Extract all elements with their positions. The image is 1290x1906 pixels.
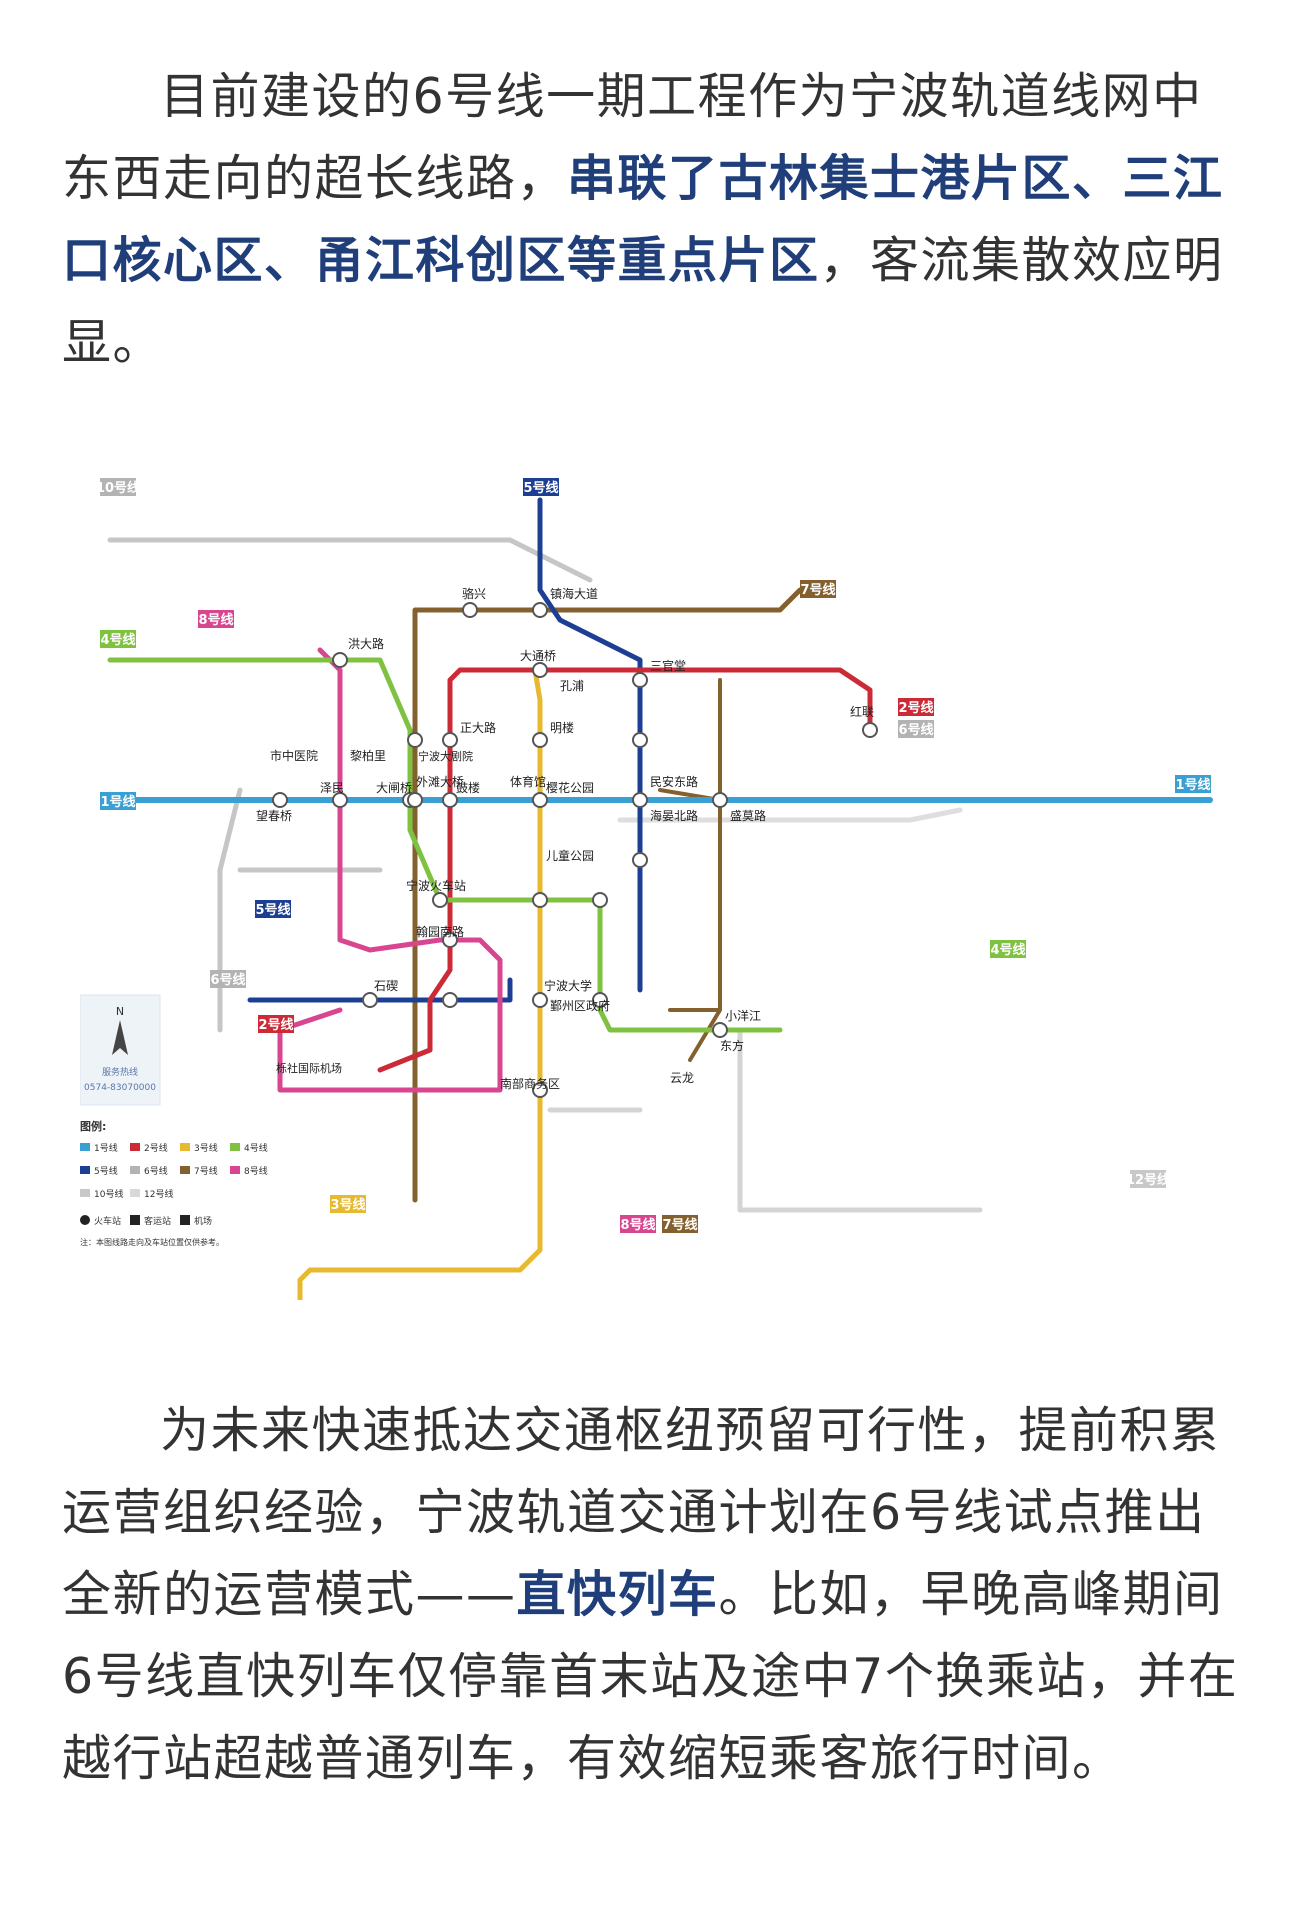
- station-label: 体育馆: [510, 774, 546, 789]
- badge-line-10: 10号线: [96, 480, 140, 496]
- legend-item: 2号线: [144, 1142, 168, 1154]
- badge-line-5: 5号线: [523, 480, 558, 496]
- badge-line-8-south: 8号线: [620, 1217, 655, 1233]
- badge-line-2-south: 2号线: [258, 1017, 293, 1033]
- station-label: 鄞州区政府: [550, 998, 610, 1013]
- compass-panel: N 服务热线 0574-83070000: [80, 994, 161, 1106]
- station-label: 明楼: [550, 720, 574, 735]
- metro-map: 10号线 5号线 7号线 8号线 4号线 2号线 6号线 1号线 1号线 5号线…: [80, 470, 1220, 1300]
- legend-item: 1号线: [94, 1142, 118, 1154]
- station-label: 大闸桥: [376, 781, 412, 795]
- station-label: 三官堂: [650, 658, 686, 673]
- badge-line-4-east: 4号线: [990, 942, 1025, 958]
- legend-item: 5号线: [94, 1165, 118, 1177]
- badge-line-2: 2号线: [898, 700, 933, 716]
- station-label: 石碶: [374, 979, 398, 993]
- legend-item: 3号线: [194, 1142, 218, 1154]
- map-legend: 图例: 1号线 2号线 3号线 4号线 5号线 6号线 7号线 8号线 10号线…: [80, 1119, 268, 1247]
- station-label: 樱花公园: [546, 780, 594, 795]
- station-label: 儿童公园: [546, 848, 594, 863]
- station-label: 外滩大桥: [416, 775, 464, 789]
- station-label: 大通桥: [520, 649, 556, 663]
- legend-note: 注：本图线路走向及车站位置仅供参考。: [80, 1237, 224, 1247]
- hotline-title: 服务热线: [102, 1066, 138, 1078]
- paragraph-text: 。比如，早晚高峰期间6号线直快列车仅停靠首末站及途中7个换乘站，并在越行站超越普…: [62, 1566, 1239, 1787]
- paragraph-text: 为未来快速抵达交通枢纽预留可行性，提前积累运营组织经验，宁波轨道交通计划在6号线…: [62, 1402, 1221, 1623]
- station-label: 民安东路: [650, 774, 698, 789]
- station-label: 宁波大剧院: [418, 749, 473, 763]
- badge-line-8: 8号线: [198, 612, 233, 628]
- station-label: 骆兴: [462, 586, 486, 601]
- station-label: 南部商务区: [500, 1076, 560, 1091]
- badge-line-3: 3号线: [330, 1197, 365, 1213]
- legend-title: 图例:: [80, 1119, 106, 1133]
- station-label: 盛莫路: [730, 808, 766, 823]
- station-label: 泽民: [320, 781, 344, 795]
- station-label: 宁波火车站: [406, 878, 466, 893]
- article-paragraph-1: 目前建设的6号线一期工程作为宁波轨道线网中东西走向的超长线路，串联了古林集士港片…: [62, 56, 1242, 384]
- station-label: 洪大路: [348, 636, 384, 651]
- station-label: 正大路: [460, 720, 496, 735]
- badge-line-1: 1号线: [100, 794, 135, 810]
- svg-text:N: N: [116, 1005, 124, 1018]
- badge-line-7: 7号线: [800, 582, 835, 598]
- badge-line-4: 4号线: [100, 632, 135, 648]
- legend-item: 4号线: [244, 1142, 268, 1154]
- legend-item: 6号线: [144, 1165, 168, 1177]
- highlight-text: 直快列车: [516, 1566, 719, 1623]
- coach-icon: [130, 1215, 140, 1225]
- paragraph-text: ，客流集散效应明显。: [62, 232, 1224, 371]
- station-label: 宁波大学: [544, 978, 592, 993]
- article-paragraph-2: 为未来快速抵达交通枢纽预留可行性，提前积累运营组织经验，宁波轨道交通计划在6号线…: [62, 1390, 1242, 1800]
- station-label: 云龙: [670, 1071, 694, 1085]
- station-label: 市中医院: [270, 748, 318, 763]
- station-label: 黎柏里: [350, 748, 386, 763]
- airport-icon: [180, 1215, 190, 1225]
- north-arrow-icon: [112, 1020, 128, 1055]
- badge-line-1-east: 1号线: [1175, 777, 1210, 793]
- railway-icon: [80, 1215, 90, 1225]
- badge-line-7-south: 7号线: [662, 1217, 697, 1233]
- station-label: 海晏北路: [650, 808, 698, 823]
- badge-line-12: 12号线: [1126, 1172, 1170, 1188]
- station-label: 孔浦: [560, 679, 584, 693]
- badge-line-6-west: 6号线: [210, 972, 245, 988]
- badge-line-6: 6号线: [898, 722, 933, 738]
- legend-airport: 机场: [194, 1215, 212, 1227]
- station-label: 望春桥: [256, 809, 292, 823]
- hotline-number: 0574-83070000: [84, 1083, 156, 1093]
- legend-item: 7号线: [194, 1165, 218, 1177]
- highlight-text: 串联了古林集士港片区、三江口核心区、甬江科创区等重点片区: [62, 150, 1224, 289]
- station-label: 鼓楼: [456, 780, 480, 795]
- legend-rail: 火车站: [94, 1215, 121, 1227]
- station-label: 翰园南路: [416, 924, 464, 939]
- legend-item: 12号线: [144, 1188, 173, 1200]
- station-label: 东方: [720, 1038, 744, 1053]
- badge-line-5-west: 5号线: [255, 902, 290, 918]
- legend-coach: 客运站: [144, 1215, 171, 1227]
- legend-item: 10号线: [94, 1188, 123, 1200]
- station-label: 镇海大道: [550, 586, 598, 601]
- station-label: 红联: [850, 704, 874, 719]
- legend-item: 8号线: [244, 1165, 268, 1177]
- station-label: 栎社国际机场: [276, 1061, 342, 1075]
- station-label: 小洋江: [725, 1008, 761, 1023]
- paragraph-text: 目前建设的6号线一期工程作为宁波轨道线网中东西走向的超长线路，: [62, 68, 1203, 207]
